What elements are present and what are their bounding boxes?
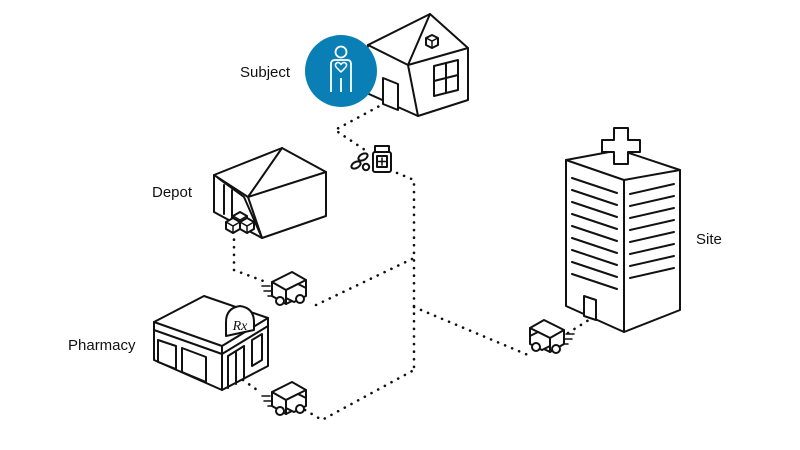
- route-subject-to-bottle: [335, 103, 385, 150]
- delivery-truck-icon: [262, 272, 306, 305]
- delivery-truck-icon: [262, 382, 306, 415]
- pharmacy-building-icon: [154, 296, 268, 390]
- route-site: [414, 307, 592, 355]
- depot-label: Depot: [152, 185, 192, 200]
- site-label: Site: [696, 232, 722, 247]
- pharmacy-rx-sign: Rx: [232, 319, 249, 334]
- route-pharmacy: [243, 370, 414, 420]
- pharmacy-label: Pharmacy: [68, 338, 136, 353]
- subject-person-icon: [305, 35, 377, 107]
- delivery-truck-icon: [530, 320, 574, 353]
- route-depot: [234, 232, 414, 305]
- medicine-bottle-icon: [350, 146, 391, 172]
- site-hospital-icon: [566, 128, 680, 332]
- subject-label: Subject: [240, 65, 290, 80]
- depot-warehouse-icon: [214, 148, 326, 238]
- route-trunk: [390, 170, 414, 370]
